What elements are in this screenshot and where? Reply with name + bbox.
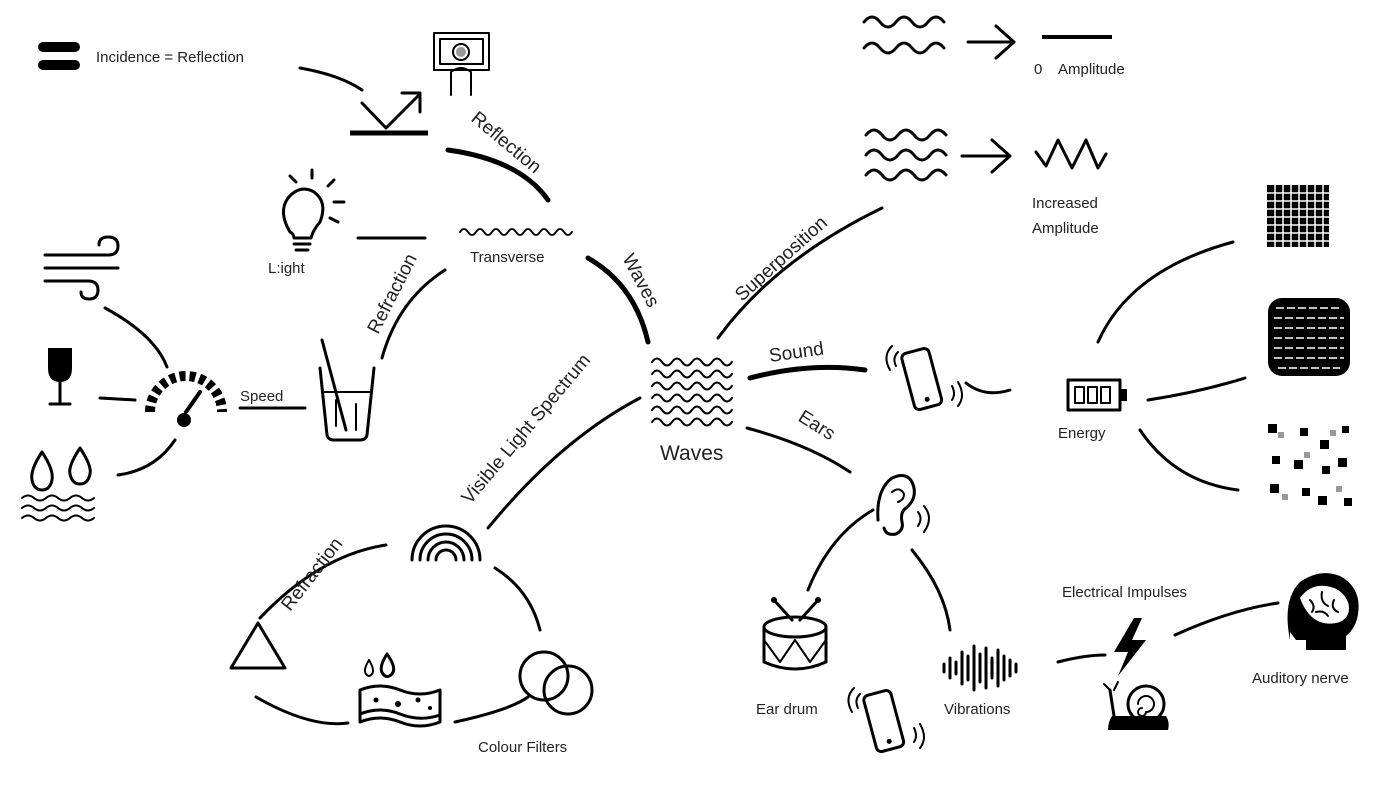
speed-label: Speed	[240, 388, 283, 405]
refraction-label-bottom: Refraction	[277, 534, 347, 615]
equals-icon	[38, 42, 80, 70]
waves-center-label: Waves	[660, 442, 723, 465]
connector-lines	[98, 66, 1280, 726]
phone-vibrating-icon	[847, 687, 925, 754]
arrow-right-icon	[960, 138, 1012, 174]
auditory-nerve-label: Auditory nerve	[1252, 670, 1349, 687]
battery-icon	[1066, 378, 1127, 412]
energy-label: Energy	[1058, 425, 1106, 442]
rainbow-icon	[410, 524, 482, 562]
waves-link-label: Waves	[618, 250, 663, 311]
colour-filters-icon	[518, 650, 594, 716]
incidence-equals-reflection-label: Incidence = Reflection	[96, 49, 244, 66]
increased-amplitude-line2: Amplitude	[1032, 220, 1099, 237]
light-bulb-icon	[282, 168, 346, 252]
mirror-icon	[433, 32, 490, 96]
amplitude-label: Amplitude	[1058, 61, 1125, 78]
speedometer-icon	[145, 371, 227, 427]
light-label: L:ight	[268, 260, 306, 277]
arrow-right-icon	[966, 24, 1016, 60]
ears-label: Ears	[794, 406, 838, 445]
water-drops-icon	[21, 446, 95, 522]
vibrations-label: Vibrations	[944, 701, 1010, 718]
solid-particles-icon	[1267, 185, 1329, 247]
prism-triangle-icon	[229, 621, 287, 670]
transverse-label: Transverse	[470, 249, 544, 266]
wind-icon	[43, 235, 120, 301]
phone-vibrating-icon	[885, 345, 963, 412]
gas-particles-icon	[1268, 424, 1352, 506]
brain-head-icon	[1287, 573, 1359, 650]
reflection-arrow-icon	[350, 91, 428, 136]
glass-of-water-icon	[318, 338, 376, 442]
transverse-wave-icon	[459, 228, 573, 236]
ear-drum-label: Ear drum	[756, 701, 818, 718]
wine-glass-icon	[48, 348, 72, 406]
central-waves-icon	[651, 357, 733, 427]
drum-icon	[762, 597, 828, 671]
sound-vibrations-icon	[942, 644, 1018, 692]
electrical-impulses-label: Electrical Impulses	[1062, 584, 1187, 601]
wave-pair-icon	[862, 15, 946, 55]
liquid-particles-icon	[1268, 298, 1350, 376]
lightning-bolt-icon	[1114, 618, 1146, 676]
ear-icon	[876, 474, 930, 536]
big-wave-icon	[1034, 138, 1108, 170]
increased-amplitude-line1: Increased	[1032, 195, 1098, 212]
superposition-label: Superposition	[731, 212, 831, 305]
sound-label: Sound	[768, 339, 825, 367]
labels: Incidence = Reflection Reflection Waves …	[96, 49, 1349, 756]
zero-label: 0	[1034, 61, 1042, 78]
cochlea-snail-icon	[1103, 681, 1169, 730]
wave-stack-icon	[864, 128, 948, 182]
refraction-label-top: Refraction	[364, 251, 422, 338]
wet-sponge-icon	[358, 652, 442, 728]
colour-filters-label: Colour Filters	[478, 739, 567, 756]
